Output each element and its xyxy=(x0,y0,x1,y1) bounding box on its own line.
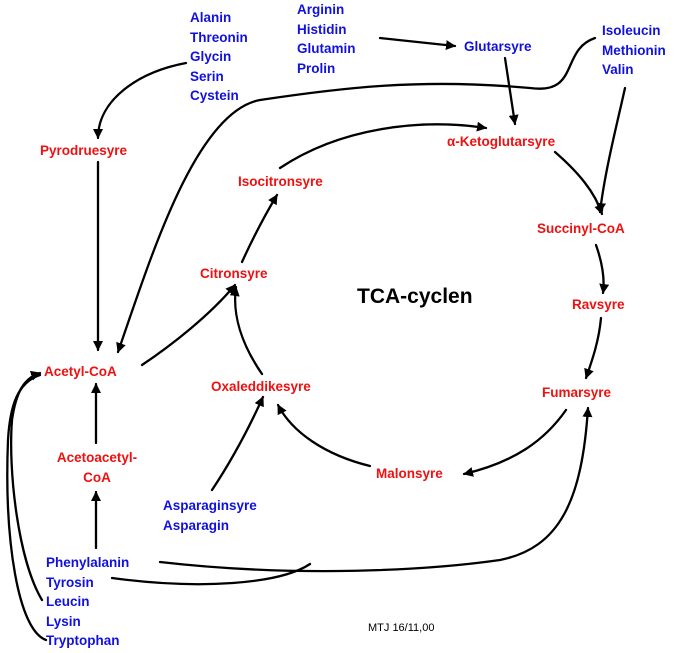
aa-group-succinyl: Isoleucin Methionin Valin xyxy=(602,21,666,80)
label-acetoacetyl-coa: Acetoacetyl- CoA xyxy=(45,448,149,487)
aa-lysin: Lysin xyxy=(46,613,81,629)
aa-phenylalanin: Phenylalanin xyxy=(46,555,130,570)
arrow-isocitrate-to-ketoglutarate xyxy=(278,121,488,170)
aa-valin: Valin xyxy=(602,62,634,77)
label-pyrodruesyre: Pyrodruesyre xyxy=(40,143,128,158)
aa-alanin: Alanin xyxy=(190,10,232,25)
aa-leucin: Leucin xyxy=(46,594,90,609)
aa-serin: Serin xyxy=(190,68,224,84)
aa-tyrosin: Tyrosin xyxy=(46,574,94,590)
aa-asparagin: Asparagin xyxy=(163,517,230,533)
aa-group-aromatic: Phenylalanin Tyrosin Leucin Lysin Trypto… xyxy=(46,553,129,651)
arrow-asparagine-to-oxaloacetate xyxy=(210,395,265,492)
arrow-tryptophan-to-acetylcoa xyxy=(6,373,48,642)
label-glutarsyre: Glutarsyre xyxy=(464,39,532,54)
label-ravsyre: Ravsyre xyxy=(572,297,625,312)
arrow-fumarsyre-to-malonsyre xyxy=(462,408,568,477)
aa-group-pyruvate: Alanin Threonin Glycin Serin Cystein xyxy=(190,8,248,106)
label-succinyl-coa: Succinyl-CoA xyxy=(537,221,625,236)
arrow-aa-to-glutarsyre xyxy=(378,36,457,51)
arrow-glutarsyre-to-ketoglutarate xyxy=(503,56,519,126)
arrow-isoleucin-to-acetylcoa xyxy=(116,36,597,354)
label-ketoglutarsyre: α-Ketoglutarsyre xyxy=(447,134,556,149)
aa-tryptophan: Tryptophan xyxy=(46,633,120,648)
label-acetoacetyl-coa-line2: CoA xyxy=(83,469,111,485)
label-acetoacetyl-coa-line1: Acetoacetyl- xyxy=(56,450,138,465)
label-fumarsyre: Fumarsyre xyxy=(542,385,612,400)
author-signature: MTJ 16/11,00 xyxy=(368,622,435,634)
arrow-leucin-to-acetylcoa xyxy=(9,370,44,602)
label-acetyl-coa: Acetyl-CoA xyxy=(44,364,117,379)
arrow-aa-to-pyruvate xyxy=(93,61,188,140)
arrow-oxaloacetate-to-citrate xyxy=(229,285,264,376)
arrow-phenylalanin-to-fumarsyre xyxy=(158,406,593,573)
label-oxaleddikesyre: Oxaleddikesyre xyxy=(211,379,311,394)
label-isocitronsyre: Isocitronsyre xyxy=(238,174,323,189)
aa-threonin: Threonin xyxy=(190,29,248,45)
label-citronsyre: Citronsyre xyxy=(200,266,268,281)
label-malonsyre: Malonsyre xyxy=(376,466,443,481)
aa-asparaginsyre: Asparaginsyre xyxy=(163,498,257,513)
arrow-ketoglutarate-to-succinylcoa xyxy=(553,150,605,216)
aa-group-oxaloacetate: Asparaginsyre Asparagin xyxy=(163,496,257,535)
aa-prolin: Prolin xyxy=(297,60,336,76)
arrow-valin-to-succinylcoa xyxy=(596,86,627,214)
aa-glutamin: Glutamin xyxy=(297,41,356,56)
arrow-tyrosin-to-fumarsyre-branch xyxy=(110,562,312,586)
aa-glycin: Glycin xyxy=(190,49,232,64)
aa-isoleucin: Isoleucin xyxy=(602,23,661,38)
aa-histidin: Histidin xyxy=(297,21,347,37)
diagram-title: TCA-cyclen xyxy=(357,285,473,308)
arrow-ravsyre-to-fumarsyre xyxy=(584,316,603,380)
aa-arginin: Arginin xyxy=(297,2,345,17)
arrow-acetylcoa-to-citrate xyxy=(140,283,237,367)
aa-group-glutamate: Arginin Histidin Glutamin Prolin xyxy=(297,0,356,78)
aa-cystein: Cystein xyxy=(190,88,239,103)
arrow-malonsyre-to-oxaloacetate xyxy=(276,403,372,468)
aa-methionin: Methionin xyxy=(602,42,666,58)
arrow-citrate-to-isocitrate xyxy=(240,193,279,264)
arrow-succinylcoa-to-ravsyre xyxy=(594,243,610,295)
